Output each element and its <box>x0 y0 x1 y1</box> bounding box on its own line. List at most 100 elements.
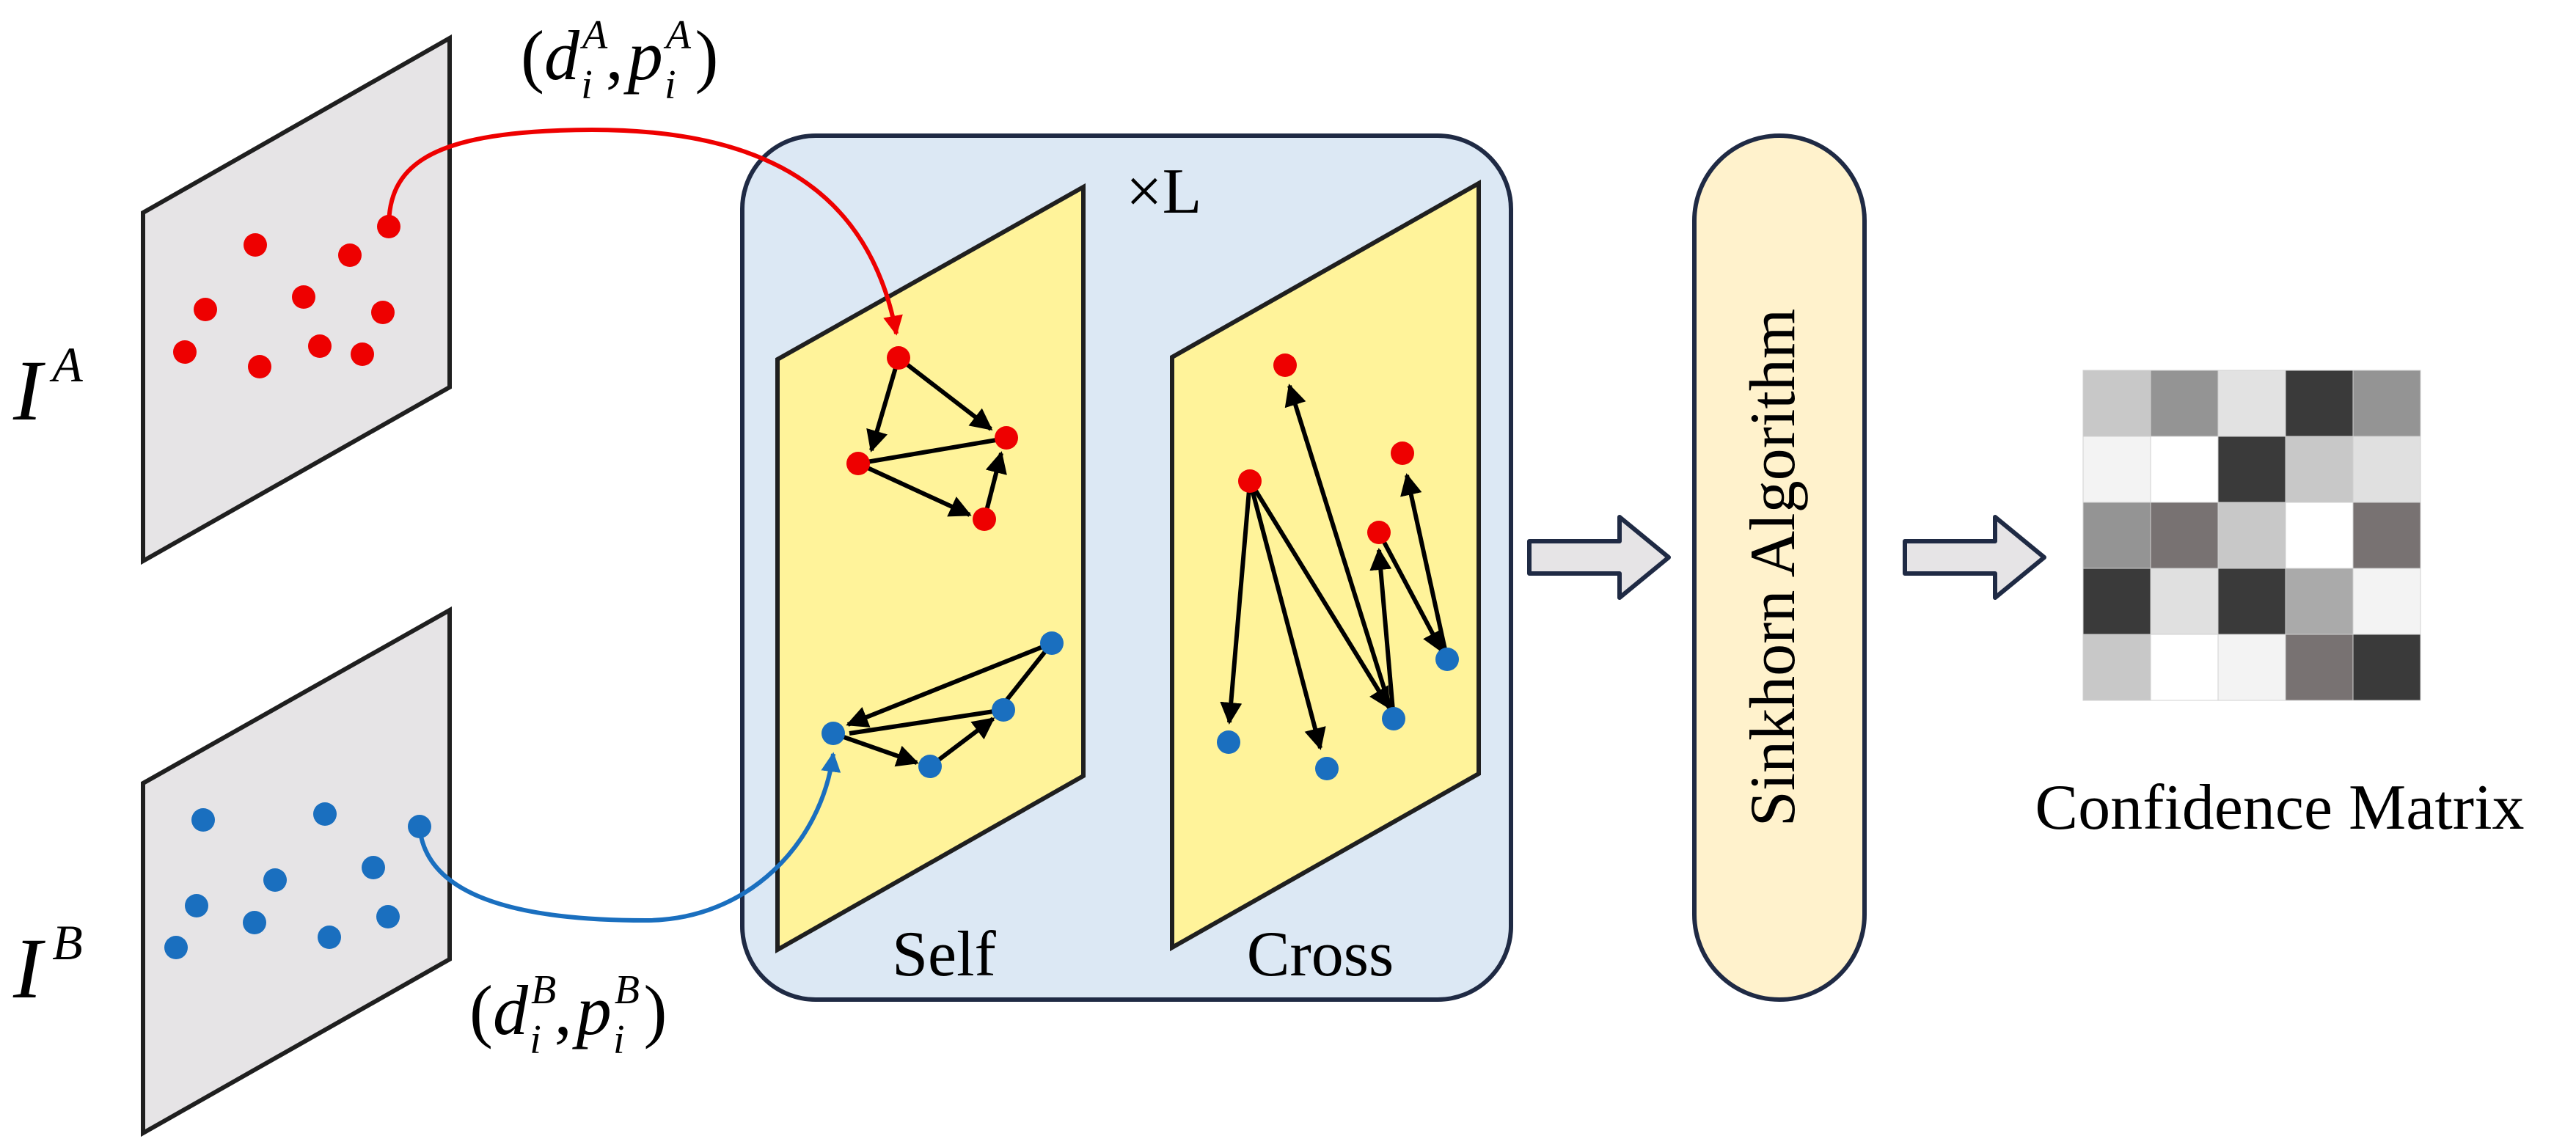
cross-label: Cross <box>1247 919 1394 990</box>
self-label: Self <box>892 919 996 990</box>
matrix-cell <box>2150 634 2219 701</box>
self-node-b <box>992 698 1015 722</box>
keypoint-a <box>338 243 362 267</box>
keypoint-a <box>308 334 332 358</box>
keypoint-b <box>313 802 337 826</box>
matrix-label: Confidence Matrix <box>2035 772 2524 843</box>
self-edge-a <box>857 436 1006 466</box>
matrix-cell <box>2082 634 2151 701</box>
repeat-label: ×L <box>1126 156 1201 227</box>
keypoint-b <box>164 936 188 959</box>
keypoint-b <box>185 894 208 917</box>
matrix-cell <box>2082 370 2151 437</box>
matrix-cell <box>2352 436 2421 503</box>
matrix-cell <box>2150 502 2219 569</box>
keypoints-a <box>173 215 400 378</box>
self-attention-plane <box>775 183 1086 954</box>
matrix-cell <box>2217 568 2286 635</box>
self-node-a <box>973 507 996 531</box>
cross-attention-plane <box>1170 179 1481 952</box>
cross-edge <box>1248 480 1326 750</box>
cross-edge <box>1377 531 1444 653</box>
feature-a-arrow <box>387 128 903 336</box>
matrix-cell <box>2082 502 2151 569</box>
cross-edge <box>1220 480 1252 725</box>
matrix-cell <box>2285 568 2354 635</box>
cross-edge <box>1400 473 1449 660</box>
self-edge-a <box>857 461 972 517</box>
matrix-cell <box>2082 436 2151 503</box>
self-edge-b <box>846 641 1053 728</box>
matrix-cell <box>2285 634 2354 701</box>
matrix-cell <box>2150 436 2219 503</box>
matrix-cell <box>2352 568 2421 635</box>
keypoint-b <box>362 856 385 879</box>
cross-node-a <box>1391 441 1414 465</box>
cross-node-a <box>1238 469 1262 493</box>
image-plane-b <box>141 606 452 1137</box>
self-edges-b <box>833 641 1054 769</box>
cross-nodes-b <box>1217 648 1459 780</box>
self-nodes-b <box>822 631 1064 778</box>
arrow-to-matrix <box>1903 515 2046 600</box>
keypoint-b <box>263 868 287 892</box>
sinkhorn-label: Sinkhorn Algorithm <box>1738 309 1809 827</box>
cross-edge <box>1369 548 1396 719</box>
self-node-b <box>822 722 845 745</box>
keypoint-a <box>292 285 315 309</box>
keypoints-b <box>164 802 431 959</box>
matrix-cell <box>2217 370 2286 437</box>
cross-node-b <box>1217 730 1240 754</box>
matrix-cell <box>2217 634 2286 701</box>
self-edges-a <box>857 356 1007 520</box>
confidence-matrix <box>2082 370 2421 701</box>
matrix-cell <box>2285 370 2354 437</box>
cross-node-b <box>1435 648 1459 671</box>
matrix-cell <box>2285 436 2354 503</box>
cross-nodes-a <box>1238 353 1414 544</box>
cross-node-a <box>1273 353 1297 377</box>
self-nodes-a <box>846 346 1018 531</box>
matrix-cell <box>2352 502 2421 569</box>
matrix-cell <box>2352 634 2421 701</box>
keypoint-a <box>248 355 271 378</box>
cross-node-a <box>1367 521 1391 544</box>
keypoint-a <box>194 298 217 321</box>
self-edge-a <box>897 356 993 431</box>
feature-b-arrow <box>417 752 841 923</box>
self-node-b <box>918 755 942 778</box>
keypoint-a <box>244 233 267 257</box>
cross-edge <box>1248 480 1391 710</box>
self-edge-b <box>1004 642 1054 702</box>
self-edge-b <box>929 717 995 769</box>
cross-node-b <box>1382 707 1405 730</box>
matrix-cell <box>2150 370 2219 437</box>
keypoint-b <box>318 926 341 949</box>
cross-edge <box>1284 384 1396 719</box>
matrix-cell <box>2217 436 2286 503</box>
keypoint-a <box>173 340 197 364</box>
matrix-cell <box>2082 568 2151 635</box>
matrix-cell <box>2150 568 2219 635</box>
self-edge-b <box>849 708 1004 736</box>
keypoint-b <box>191 808 215 832</box>
matrix-cell <box>2285 502 2354 569</box>
arrow-to-sinkhorn <box>1527 515 1671 600</box>
self-node-a <box>995 426 1018 450</box>
cross-node-b <box>1315 757 1339 780</box>
cross-edges <box>1220 384 1449 750</box>
keypoint-a <box>371 301 395 324</box>
matrix-cell <box>2352 370 2421 437</box>
keypoint-a <box>351 342 374 366</box>
self-node-b <box>1040 631 1064 655</box>
self-node-a <box>887 346 910 370</box>
matrix-cell <box>2217 502 2286 569</box>
keypoint-b <box>243 911 266 934</box>
self-node-a <box>846 452 870 475</box>
